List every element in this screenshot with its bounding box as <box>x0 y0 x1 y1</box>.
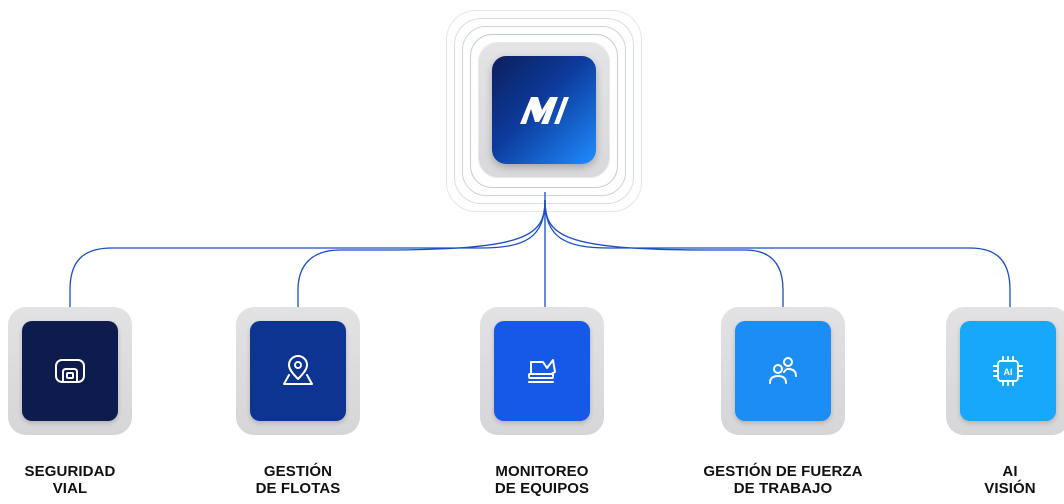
module-label-line1: GESTIÓN DE FUERZA <box>703 463 863 480</box>
road-safety-icon <box>55 359 85 383</box>
module-label-line2: DE EQUIPOS <box>494 480 590 497</box>
module-label-gestion-flotas: GESTIÓN DE FLOTAS <box>198 463 398 497</box>
hub-logo-tile[interactable] <box>492 56 596 164</box>
module-card-gestion-flotas[interactable] <box>236 307 360 435</box>
connector-gestion-flotas <box>297 199 546 307</box>
machinery-icon <box>528 359 556 383</box>
module-label-line1: SEGURIDAD <box>24 463 116 480</box>
module-label-monitoreo-equipos: MONITOREO DE EQUIPOS <box>442 463 642 497</box>
module-label-ai-vision: AI VISIÓN <box>910 463 1064 497</box>
module-label-gestion-fuerza: GESTIÓN DE FUERZA DE TRABAJO <box>683 463 883 497</box>
module-card-monitoreo-equipos[interactable] <box>480 307 604 435</box>
module-tile-gestion-flotas <box>250 321 346 421</box>
m-logo-icon <box>520 97 569 124</box>
module-card-gestion-fuerza[interactable] <box>721 307 845 435</box>
hub-halo-ring <box>470 34 618 188</box>
hub-halo-ring <box>462 26 626 196</box>
connector-gestion-fuerza <box>544 199 784 307</box>
module-label-line2: DE TRABAJO <box>733 480 833 497</box>
ai-chip-icon: AI <box>993 356 1023 386</box>
hub-halo-ring <box>454 18 634 204</box>
module-tile-ai-vision: AI <box>960 321 1056 421</box>
connector-ai-vision <box>544 199 1011 307</box>
module-label-line1: AI <box>1002 463 1018 480</box>
module-label-line2: DE FLOTAS <box>255 480 341 497</box>
module-label-line1: GESTIÓN <box>263 463 333 480</box>
map-pin-icon <box>283 355 313 385</box>
module-label-seguridad-vial: SEGURIDAD VIAL <box>0 463 170 497</box>
module-label-line2: VISIÓN <box>984 480 1036 497</box>
svg-text:AI: AI <box>1004 367 1013 377</box>
users-icon <box>769 357 797 384</box>
module-tile-monitoreo-equipos <box>494 321 590 421</box>
module-card-ai-vision[interactable]: AI <box>946 307 1064 435</box>
module-card-seguridad-vial[interactable] <box>8 307 132 435</box>
module-tile-gestion-fuerza <box>735 321 831 421</box>
module-label-line1: MONITOREO <box>495 463 589 480</box>
connector-seguridad-vial <box>69 199 546 307</box>
module-tile-seguridad-vial <box>22 321 118 421</box>
module-label-line2: VIAL <box>52 480 88 497</box>
